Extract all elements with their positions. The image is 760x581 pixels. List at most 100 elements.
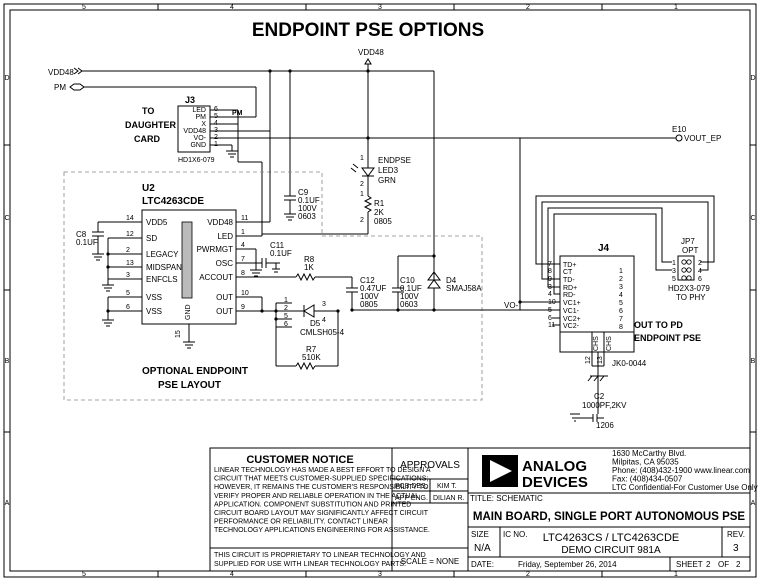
icno-line1: LTC4263CS / LTC4263CDE (543, 532, 680, 544)
u2-pin-name: OSC (216, 259, 234, 268)
size-label: SIZE (471, 530, 489, 539)
icno-label: IC NO. (503, 530, 527, 539)
col-label: 1 (674, 4, 678, 11)
j4-pin-num: 7 (619, 316, 623, 323)
c9-capacitor: C9 0.1UF 100V 0603 (284, 188, 320, 221)
u2-pin-name: PWRMGT (197, 245, 234, 254)
u2-pin-name: VSS (146, 307, 162, 316)
d5-pin: 1 (284, 297, 288, 304)
address-line: 1630 McCarthy Blvd. (612, 449, 686, 458)
c11-ref: C11 (270, 241, 285, 250)
u2-pin-num: 11 (241, 215, 248, 222)
row-label: B (5, 358, 10, 365)
jp7-pin (686, 259, 692, 265)
logo-text: DEVICES (522, 474, 588, 491)
u2-pin-num: 14 (126, 215, 134, 222)
c12-volt: 100V (360, 292, 379, 301)
jp7-pin-num: 3 (672, 268, 676, 275)
j4-pin-name: VC1+ (563, 300, 581, 307)
r1-ref: R1 (374, 199, 385, 208)
notice-title: CUSTOMER NOTICE (246, 454, 353, 466)
c10-volt: 100V (400, 292, 419, 301)
r1-pkg: 0805 (374, 217, 392, 226)
r7-value: 510K (302, 353, 321, 362)
j4-pin-num: 1 (619, 268, 623, 275)
u2-pin-num: 12 (126, 231, 134, 238)
j4-note: OUT TO PD (634, 320, 683, 330)
c2-ref: C2 (594, 392, 605, 401)
col-label: 2 (526, 571, 530, 578)
d5-pin: 3 (322, 301, 326, 308)
input-ports: VDD48 PM (48, 67, 368, 92)
j3-pin-name: X (201, 121, 206, 128)
d4-ref: D4 (446, 276, 457, 285)
logo-text: ANALOG (522, 458, 587, 475)
r8-ref: R8 (304, 255, 315, 264)
u2-ref: U2 (142, 183, 155, 194)
vdd48-rail: VDD48 (268, 48, 435, 256)
led3-ref: ENDPSE (378, 156, 411, 165)
u2-pin-num: 10 (241, 290, 249, 297)
u2-pin-name: ACCOUT (199, 273, 233, 282)
notice-line: HOWEVER, IT REMAINS THE CUSTOMER'S RESPO… (214, 484, 429, 491)
jp7-note: TO PHY (676, 293, 706, 302)
u2-pin-name: LED (217, 232, 233, 241)
u2-pin-name: SD (146, 234, 157, 243)
u2-pin-name: VDD5 (146, 218, 168, 227)
u2-pin-name: MIDSPAN (146, 263, 182, 272)
vdd48-input-label: VDD48 (48, 68, 74, 77)
vdd48-top-label: VDD48 (358, 48, 384, 57)
jp7-ref: JP7 (681, 237, 695, 246)
pcb-des-label: PCB DES. (395, 483, 428, 490)
j3-pin-name: VO- (194, 135, 207, 142)
u2-left-wiring: C8 0.1UF (76, 221, 142, 327)
u2-pin-num: 5 (126, 290, 130, 297)
notice-line: CIRCUIT BOARD LAYOUT MAY SIGNIFICANTLY A… (214, 510, 429, 517)
notice-line: CIRCUIT THAT MEETS CUSTOMER-SUPPLIED SPE… (214, 476, 428, 483)
j3-note: TO (142, 106, 154, 116)
c9-pkg: 0603 (298, 212, 316, 221)
u2-pin-num: 1 (241, 229, 245, 236)
c9-ref: C9 (298, 188, 309, 197)
j4-jp7-wiring (518, 138, 715, 326)
vout-ep-port: E10 VOUT_EP (366, 125, 721, 143)
u2-part: LTC4263CDE (142, 196, 204, 207)
address-line: Milpitas, CA 95035 (612, 458, 679, 467)
vo-minus-label: VO- (504, 301, 519, 310)
optional-layout-region: OPTIONAL ENDPOINT PSE LAYOUT (63, 171, 483, 401)
row-label: C (4, 215, 9, 222)
jp7-pin (686, 267, 692, 273)
sheet-label: SHEET (676, 560, 703, 569)
j4-pin-num: 6 (548, 315, 552, 322)
j4-pin-name: TD+ (563, 262, 576, 269)
j3-note: CARD (134, 134, 160, 144)
j3-pin-name: GND (190, 142, 206, 149)
jp7-pin-num: 5 (672, 276, 676, 283)
col-label: 2 (526, 4, 530, 11)
u2-pin-name: LEGACY (146, 250, 179, 259)
led3-pin: 2 (360, 181, 364, 188)
u2-gnd-num: 15 (175, 330, 182, 338)
notice-line: VERIFY PROPER AND RELIABLE OPERATION IN … (214, 493, 419, 500)
sheet-total: 2 (736, 560, 741, 569)
j3-pin-name: VDD48 (183, 128, 206, 135)
j4-chs-pin: 13 (597, 356, 604, 364)
r1-pin: 1 (360, 191, 364, 198)
jp7-pin-num: 4 (698, 268, 702, 275)
jp7-pin-num: 2 (698, 260, 702, 267)
jp7-opt: OPT (682, 246, 699, 255)
led3-name: LED3 (378, 166, 399, 175)
border-row-labels: D C B A D C B A (4, 75, 755, 507)
u2-pin-name: ENFCLS (146, 275, 178, 284)
u2-pin-num: 8 (241, 270, 245, 277)
jp7-part: HD2X3-079 (668, 284, 710, 293)
c12-ref: C12 (360, 276, 375, 285)
optional-note: PSE LAYOUT (158, 380, 221, 391)
r1-pin: 2 (360, 217, 364, 224)
c10-pkg: 0603 (400, 300, 418, 309)
e10-label: E10 (672, 125, 687, 134)
j4-pin-num: 8 (548, 268, 552, 275)
j4-pin-num: 6 (619, 308, 623, 315)
d5-pin: 2 (284, 305, 288, 312)
u2-pin-num: 7 (241, 256, 245, 263)
